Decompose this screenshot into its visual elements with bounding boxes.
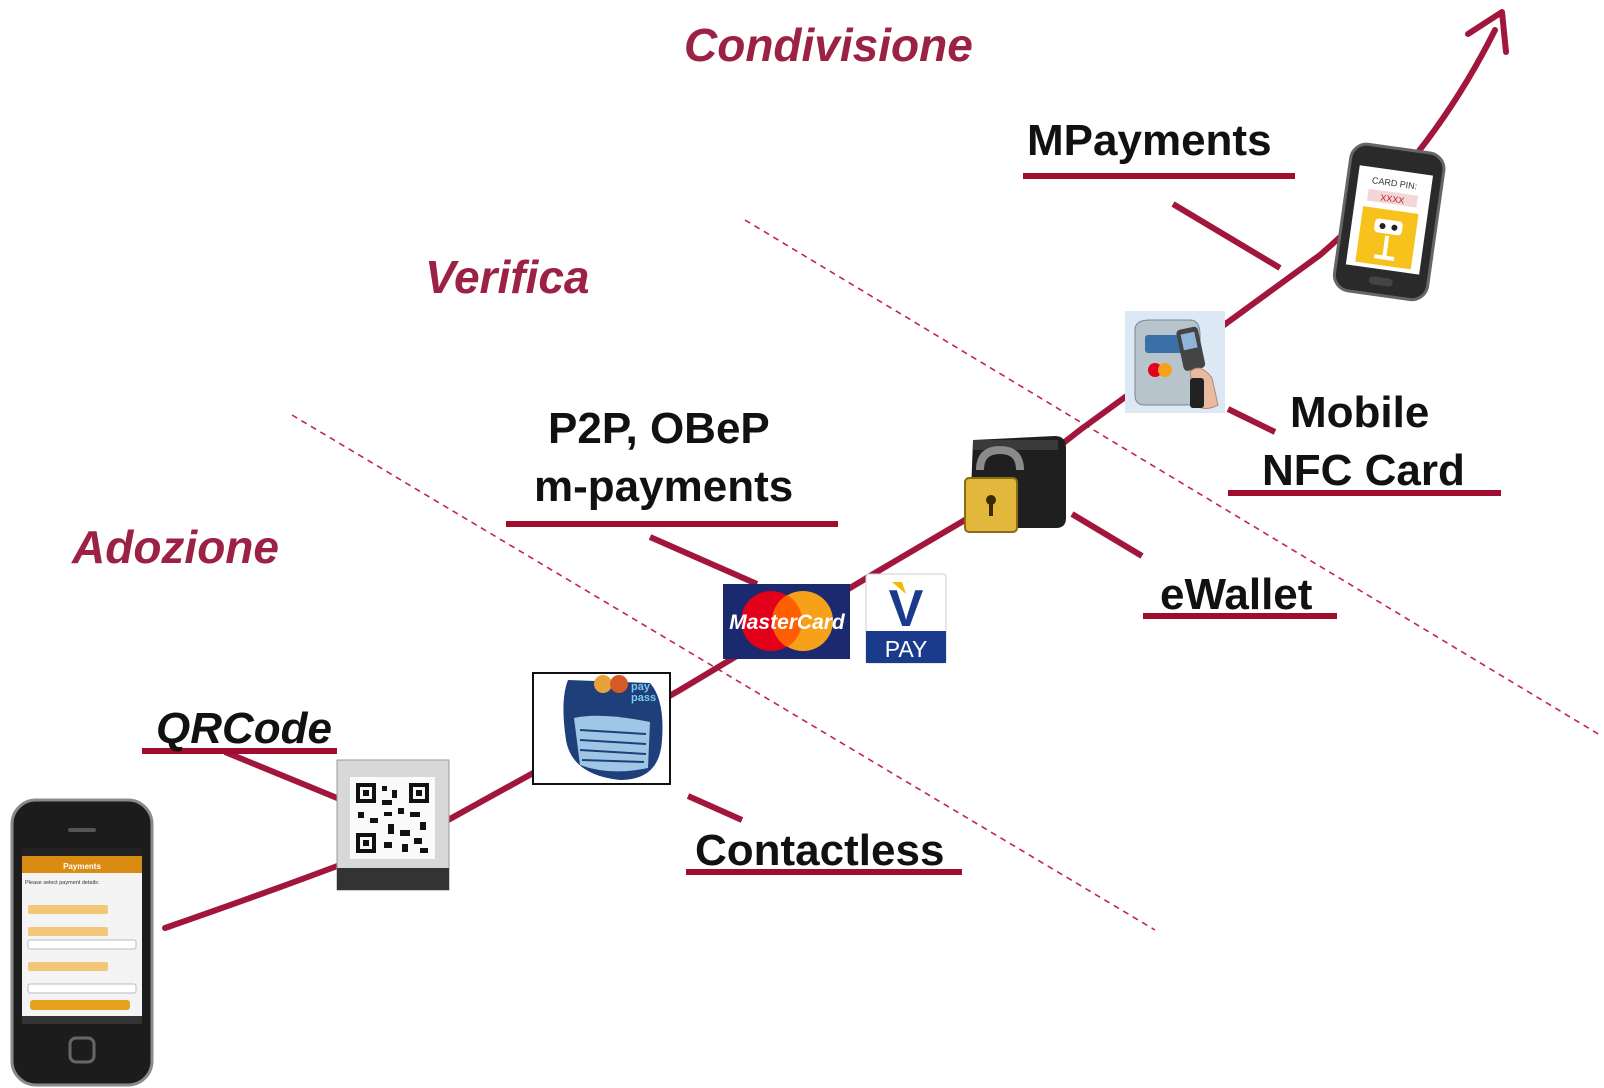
iphone-header-text: Payments bbox=[63, 862, 101, 871]
qrcode-billboard-image bbox=[336, 759, 450, 891]
paypass-terminal-image: pay pass bbox=[532, 672, 671, 785]
label-qrcode: QRCode bbox=[156, 704, 332, 753]
leader-p2p bbox=[648, 534, 759, 587]
vpay-logo: V PAY bbox=[865, 573, 947, 664]
paypass-text-pay: pay bbox=[631, 681, 651, 693]
paypass-text-pass: pass bbox=[631, 692, 656, 704]
phase-separator-left bbox=[291, 414, 1156, 931]
label-mobile-line2: NFC Card bbox=[1262, 446, 1465, 495]
label-mpayments: MPayments bbox=[1027, 116, 1272, 165]
growth-arrow-head-icon bbox=[1465, 9, 1509, 55]
wallet-lock-icon bbox=[964, 436, 1066, 533]
mastercard-text: MasterCard bbox=[729, 611, 846, 634]
leader-mpayments bbox=[1171, 201, 1282, 271]
nfc-terminal-image bbox=[1125, 311, 1225, 413]
phase-title-verifica: Verifica bbox=[425, 251, 590, 303]
phase-separator-right bbox=[744, 219, 1601, 736]
leader-mobile-nfc bbox=[1226, 406, 1277, 435]
leader-qrcode bbox=[223, 749, 344, 803]
phase-title-condivisione: Condivisione bbox=[684, 19, 973, 71]
phase-title-adozione: Adozione bbox=[72, 521, 279, 573]
iphone-payments-image: Payments Please select payment details: bbox=[10, 798, 154, 1087]
vpay-letter: V bbox=[889, 580, 924, 638]
label-p2p-line2: m-payments bbox=[534, 462, 794, 511]
leader-ewallet bbox=[1070, 511, 1144, 559]
card-pin-value: XXXX bbox=[1380, 193, 1405, 206]
mobile-phone-card-pin-image: CARD PIN: XXXX bbox=[1332, 142, 1446, 302]
label-ewallet: eWallet bbox=[1160, 570, 1313, 619]
vpay-word: PAY bbox=[885, 636, 928, 662]
iphone-prompt-text: Please select payment details: bbox=[25, 880, 100, 886]
label-contactless: Contactless bbox=[695, 826, 945, 875]
label-p2p-line1: P2P, OBeP bbox=[548, 404, 770, 453]
leader-contactless bbox=[686, 793, 744, 823]
mastercard-logo: MasterCard bbox=[723, 584, 850, 659]
label-mobile-line1: Mobile bbox=[1290, 388, 1430, 437]
